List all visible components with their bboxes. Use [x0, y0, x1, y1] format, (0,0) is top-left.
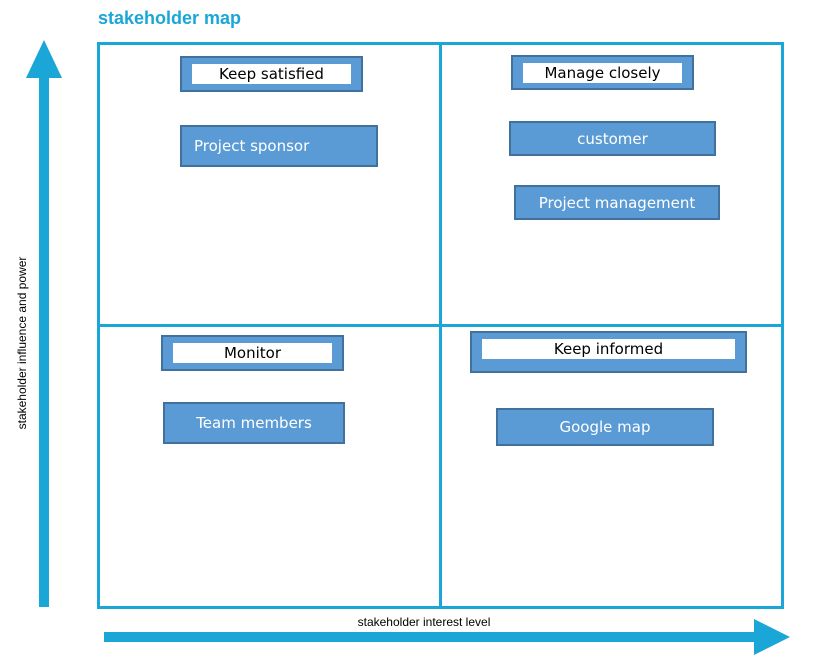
quadrant-label-text: Monitor: [173, 343, 332, 363]
quadrant-label-manage-closely: Manage closely: [511, 55, 694, 90]
y-axis-arrow: [26, 40, 62, 607]
x-axis-label: stakeholder interest level: [357, 615, 491, 629]
stakeholder-box-team-members: Team members: [163, 402, 345, 444]
quadrant-label-keep-informed: Keep informed: [470, 331, 747, 373]
x-axis-arrow: [104, 619, 790, 655]
quadrant-label-monitor: Monitor: [161, 335, 344, 371]
quadrant-grid: [97, 42, 784, 609]
diagram-title: stakeholder map: [98, 8, 242, 28]
stakeholder-box-google-map: Google map: [496, 408, 714, 446]
y-axis-label: stakeholder influence and power: [15, 256, 29, 430]
quadrant-label-text: Keep satisfied: [192, 64, 351, 84]
stakeholder-box-project-management: Project management: [514, 185, 720, 220]
quadrant-label-text: Keep informed: [482, 339, 735, 359]
quadrant-label-keep-satisfied: Keep satisfied: [180, 56, 363, 92]
horizontal-divider: [100, 324, 781, 327]
stakeholder-box-project-sponsor: Project sponsor: [180, 125, 378, 167]
quadrant-label-text: Manage closely: [523, 63, 682, 83]
stakeholder-box-customer: customer: [509, 121, 716, 156]
